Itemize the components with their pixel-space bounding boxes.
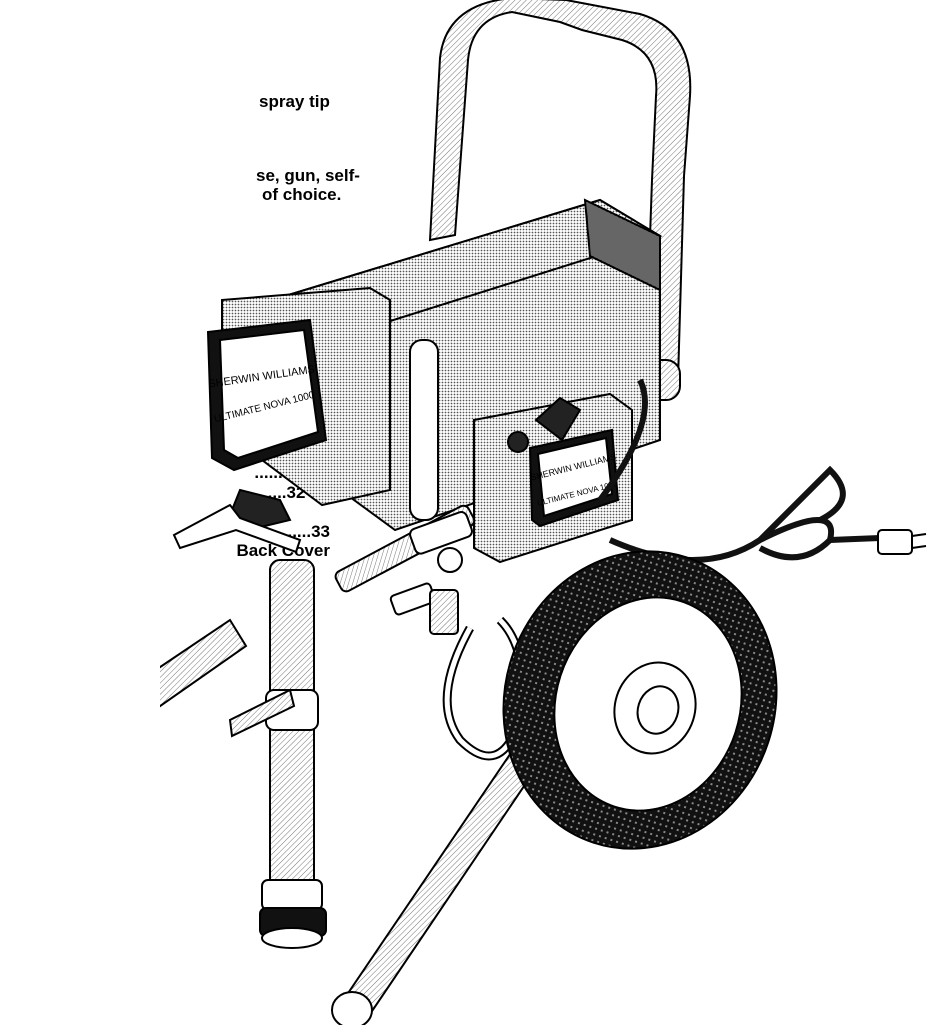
intro-line-2: se, gun, self- bbox=[256, 166, 360, 185]
control-box: SHERWIN WILLIAMS ULTIMATE NOVA 1000 bbox=[473, 392, 633, 564]
toc-entry: Back Cover bbox=[236, 541, 330, 561]
wheel bbox=[502, 550, 778, 850]
paint-sprayer-illustration: SHERWIN WILLIAMS ULTIMATE NOVA 1000 SHER… bbox=[160, 0, 927, 1025]
front-panel: SHERWIN WILLIAMS ULTIMATE NOVA 1000 bbox=[206, 318, 328, 472]
power-cord bbox=[597, 378, 881, 563]
plug bbox=[877, 529, 927, 555]
intro-line-1: spray tip bbox=[259, 92, 330, 111]
intro-line-3: of choice. bbox=[262, 185, 342, 204]
pump-assembly bbox=[172, 488, 476, 635]
fluid-section bbox=[228, 559, 327, 949]
